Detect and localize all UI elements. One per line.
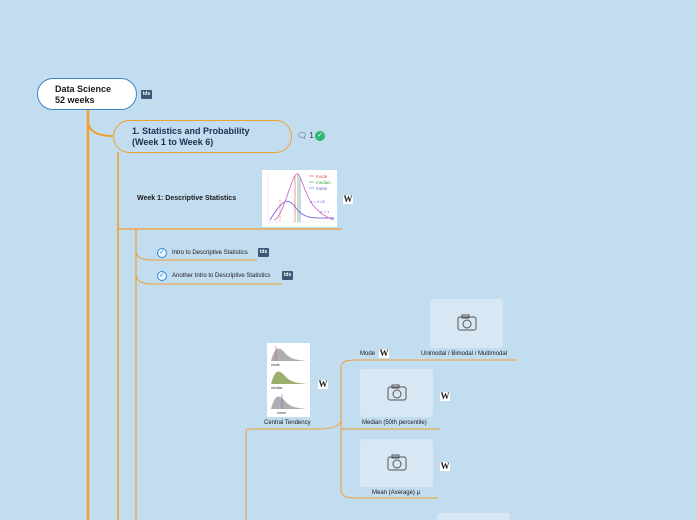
topic-node-statistics[interactable]: 1. Statistics and Probability (Week 1 to… [113, 120, 292, 153]
legend-median: median [316, 180, 331, 185]
task-another-intro-descriptive-stats[interactable]: Another Intro to Descriptive Statistics [172, 273, 271, 279]
task-intro-descriptive-stats[interactable]: Intro to Descriptive Statistics [172, 250, 248, 256]
topic-title-line2: (Week 1 to Week 6) [132, 137, 214, 147]
legend-mean: mean [316, 186, 328, 191]
tds-badge-icon[interactable]: tds [282, 271, 293, 280]
mode-label[interactable]: Mode [360, 351, 376, 357]
thumb-label-mean: mean [277, 411, 286, 415]
mode-types-label[interactable]: Unimodal / Bimodal / Multimodal [421, 351, 508, 357]
wikipedia-icon-mean[interactable]: W [440, 461, 450, 471]
check-icon[interactable]: ✓ [157, 271, 167, 281]
median-image-placeholder[interactable] [360, 369, 433, 417]
thumb-label-mode: mode [271, 363, 280, 367]
root-node-data-science[interactable]: Data Science 52 weeks [37, 78, 137, 110]
legend-mode: mode [316, 174, 328, 179]
mean-image-placeholder[interactable] [360, 439, 433, 487]
check-icon[interactable]: ✓ [157, 248, 167, 258]
root-title-line2: 52 weeks [55, 95, 95, 105]
done-icon[interactable]: ✓ [315, 131, 325, 141]
tds-badge-icon[interactable]: tds [141, 90, 152, 99]
mode-image-placeholder[interactable] [430, 299, 503, 348]
comment-icon[interactable]: 🗨 1 [297, 131, 314, 140]
next-image-placeholder[interactable] [437, 513, 510, 520]
wikipedia-icon-median[interactable]: W [440, 391, 450, 401]
annotation-sigma-1: σ = 1 [320, 209, 330, 214]
comment-count: 1 [309, 131, 314, 140]
wikipedia-icon-central[interactable]: W [318, 379, 328, 389]
tds-badge-icon[interactable]: tds [258, 248, 269, 257]
root-title-line1: Data Science [55, 84, 112, 94]
central-tendency-image[interactable]: mode median mean [267, 343, 310, 417]
wikipedia-icon-mode[interactable]: W [379, 348, 389, 358]
week1-label[interactable]: Week 1: Descriptive Statistics [137, 195, 237, 202]
camera-icon [457, 314, 477, 331]
camera-icon [387, 454, 407, 471]
median-label[interactable]: Median (50th percentile) [362, 420, 427, 426]
comment-glyph: 🗨 [297, 131, 308, 140]
mean-label[interactable]: Mean (Average) μ [372, 490, 421, 496]
skewness-distribution-image[interactable]: mode median mean σ = 0.25 σ = 1 [262, 170, 337, 227]
topic-title-line1: 1. Statistics and Probability [132, 126, 250, 136]
annotation-sigma-025: σ = 0.25 [310, 199, 326, 204]
camera-icon [387, 384, 407, 401]
wikipedia-icon-week1[interactable]: W [343, 194, 353, 204]
thumb-label-median: median [271, 386, 283, 390]
central-tendency-label[interactable]: Central Tendency [264, 420, 311, 426]
